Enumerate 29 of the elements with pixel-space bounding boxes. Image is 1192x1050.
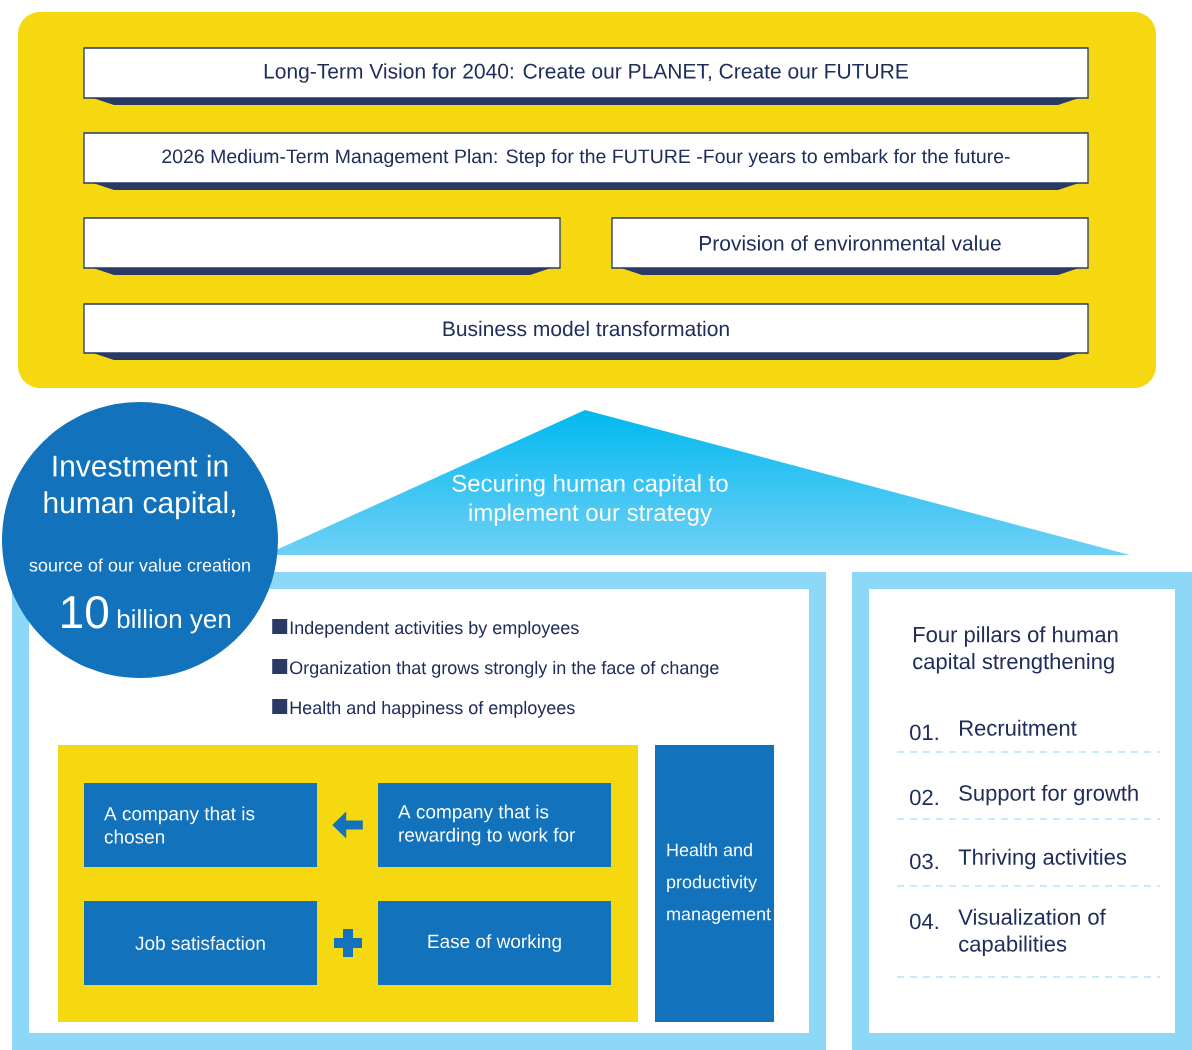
concept-box: Job satisfaction <box>84 901 317 985</box>
banner-box: 2026 Medium-Term Management Plan: Step for the FUTURE -Four years to embark for the future- <box>83 132 1089 190</box>
investment-circle <box>2 402 278 678</box>
circle-subheading: source of our value creation <box>29 558 250 572</box>
bullet-item: Health and happiness of employees <box>272 699 575 718</box>
concept-box: Health and productivity management <box>655 745 774 1022</box>
concept-box: A company that is chosen <box>84 783 317 867</box>
concept-box: Ease of working <box>378 901 611 985</box>
banner-box: Business model transformation <box>83 303 1089 360</box>
banner-box: Long-Term Vision for 2040: Create our PLANET, Create our FUTURE <box>83 47 1089 105</box>
circle-heading: Investment in human capital, <box>44 454 235 520</box>
pillars-panel <box>852 572 1192 1050</box>
pillar-number: 04. <box>910 913 938 930</box>
pillar-number: 03. <box>910 853 938 870</box>
bullet-item: Organization that grows strongly in the face of change <box>272 659 719 678</box>
amount-number: 10 <box>62 595 108 629</box>
roof-text: Securing human capital to implement our strategy <box>452 474 728 526</box>
pillar-item: Support for growth <box>959 784 1138 806</box>
pillars-heading: Four pillars of human capital strengthening <box>913 626 1118 674</box>
pillar-number: 01. <box>910 724 938 741</box>
empty-banner-box <box>83 217 561 275</box>
amount-unit: billion yen <box>117 609 231 634</box>
pillar-item: Visualization of capabilities <box>958 908 1106 957</box>
pillar-item: Thriving activities <box>958 848 1127 870</box>
concept-box: A company that is rewarding to work for <box>378 783 611 867</box>
bullet-item: Independent activities by employees <box>272 619 579 638</box>
banner-box: Provision of environmental value <box>611 217 1089 275</box>
pillar-item: Recruitment <box>960 719 1077 736</box>
pillar-number: 02. <box>910 789 938 806</box>
